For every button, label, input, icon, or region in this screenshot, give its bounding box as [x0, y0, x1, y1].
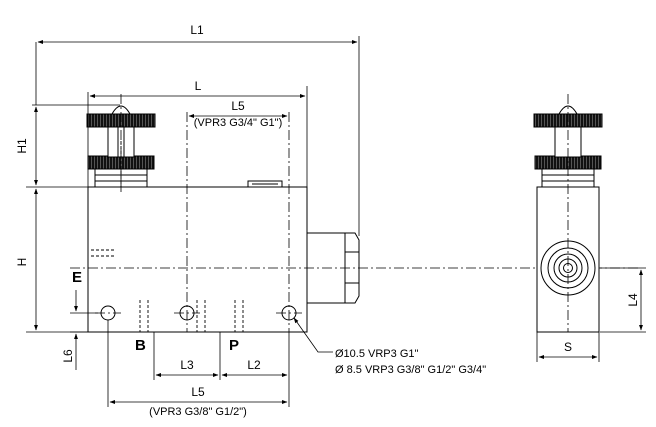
label-L5-top-note: (VPR3 G3/4" G1")	[194, 117, 283, 129]
side-hex-nut	[344, 232, 360, 304]
label-L: L	[195, 79, 202, 93]
label-H: H	[15, 258, 29, 267]
port-label-B: B	[135, 337, 146, 354]
label-H1: H1	[15, 138, 29, 154]
port-label-P: P	[229, 337, 239, 354]
label-L1: L1	[190, 23, 204, 37]
valve-body	[87, 186, 308, 333]
side-port-outer	[540, 240, 596, 296]
labels: L1 L L5 (VPR3 G3/4" G1") H1 H L6 L3 L2 L…	[15, 23, 640, 418]
label-L5-top: L5	[231, 99, 245, 113]
hole-note-line2: Ø 8.5 VRP3 G3/8" G1/2" G3/4"	[335, 364, 486, 376]
hole-note-line1: Ø10.5 VRP3 G1"	[335, 348, 418, 360]
side-knob-dome	[558, 105, 578, 115]
side-view	[533, 94, 603, 333]
label-L6: L6	[61, 349, 75, 363]
label-L4: L4	[626, 293, 640, 307]
label-S: S	[564, 340, 572, 354]
port-label-E: E	[72, 269, 82, 286]
label-L2: L2	[247, 358, 261, 372]
front-view	[70, 94, 640, 333]
label-L5-bottom-note: (VPR3 G3/8" G1/2")	[149, 406, 247, 418]
knob-dome	[111, 105, 131, 115]
label-L3: L3	[180, 358, 194, 372]
label-L5-bottom: L5	[191, 385, 205, 399]
dimension-lines	[26, 36, 646, 407]
